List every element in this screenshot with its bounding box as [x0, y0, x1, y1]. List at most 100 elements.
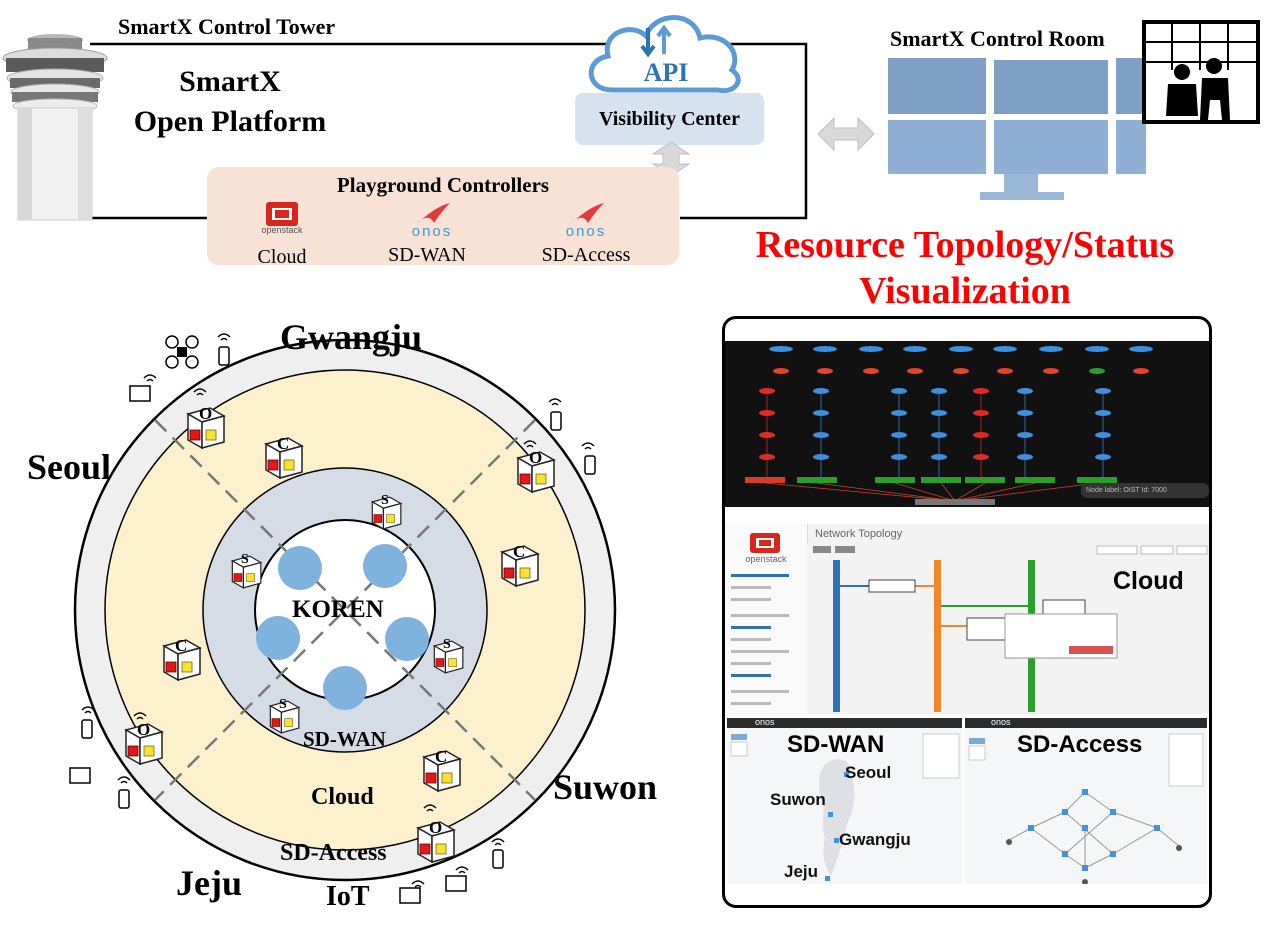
wifi-icon	[81, 706, 95, 711]
wifi-icon	[584, 446, 592, 450]
wifi-icon	[84, 710, 92, 714]
wifi-icon	[458, 870, 466, 874]
visualization-title: Resource Topology/Status Visualization	[700, 222, 1230, 314]
onos-logo-text-1: onos	[411, 223, 453, 240]
mid-node	[953, 368, 969, 374]
wifi-icon	[117, 776, 131, 781]
mid-node	[817, 368, 833, 374]
sidebar-item-line	[731, 702, 771, 705]
cube-icon	[268, 700, 301, 734]
bottom-node	[1077, 477, 1117, 483]
city-seoul: Seoul	[845, 763, 892, 782]
cube-icon	[162, 639, 202, 682]
bottom-link	[954, 482, 1036, 502]
bottom-node	[965, 477, 1005, 483]
koren-node	[278, 546, 322, 590]
wifi-icon	[581, 442, 595, 447]
bottom-link	[816, 482, 956, 502]
wifi-icon	[217, 333, 231, 338]
cube-node-letter: C	[435, 747, 448, 766]
onos-logo-icon	[416, 203, 450, 223]
sdaccess-screenshot: onos	[965, 717, 1207, 884]
cube-icon	[370, 496, 403, 530]
cube-icon	[416, 821, 456, 864]
cube-icon	[500, 545, 540, 588]
city-suwon: Suwon	[770, 790, 826, 809]
cube-node-o: O	[118, 720, 166, 773]
controller-sdwan-label: SD-WAN	[388, 244, 466, 266]
wifi-icon	[426, 808, 434, 812]
sidebar-lines	[731, 574, 789, 705]
top-node	[1039, 346, 1063, 352]
phone-icon	[81, 719, 93, 739]
cube-icon	[432, 640, 465, 674]
network-topology-heading: Network Topology	[815, 528, 903, 540]
cube-node-o: O	[410, 818, 458, 871]
cube-icon	[124, 723, 164, 766]
top-node	[903, 346, 927, 352]
cube-node-c: C	[258, 434, 306, 487]
cube-node-letter: C	[513, 542, 526, 561]
playground-title: Playground Controllers	[336, 173, 550, 197]
bottom-node	[1015, 477, 1055, 483]
cube-node-o: O	[510, 448, 558, 501]
wifi-icon	[494, 842, 502, 846]
laptop-icon	[399, 887, 421, 904]
koren-node	[385, 617, 429, 661]
cube-icon	[516, 451, 556, 494]
laptop-icon	[69, 767, 91, 784]
bottom-node	[797, 477, 837, 483]
mid-node	[997, 368, 1013, 374]
cube-node-c: C	[416, 747, 464, 800]
wifi-icon	[491, 838, 505, 843]
bottom-link	[954, 482, 986, 502]
sdaccess-topbar	[965, 718, 1207, 728]
phone-icon	[550, 411, 562, 431]
phone-icon	[584, 455, 596, 475]
visualization-title-line2: Visualization	[859, 270, 1071, 312]
cube-node-letter: O	[137, 720, 151, 739]
iot-devices	[69, 333, 596, 904]
laptop-icon	[129, 385, 151, 402]
node-label-caption: Node label: OIST Id: 7000	[1081, 483, 1209, 498]
cube-node-s: S	[366, 493, 404, 537]
wifi-icon	[526, 444, 534, 448]
sdaccess-ring-label: SD-Access	[280, 840, 387, 866]
onos-logo-icon	[570, 203, 604, 223]
horizontal-double-arrow-icon	[818, 116, 874, 152]
cube-node-letter: O	[529, 448, 543, 467]
api-cloud-icon	[588, 15, 741, 94]
wifi-icon	[136, 716, 144, 720]
wifi-icon	[551, 402, 559, 406]
sidebar-item-line	[731, 638, 771, 641]
bottom-link	[940, 482, 956, 502]
cube-node-letter: S	[443, 637, 451, 652]
wifi-icon	[120, 780, 128, 784]
city-jeju: Jeju	[784, 862, 819, 881]
onos-logo-text-2: onos	[565, 223, 607, 240]
controller-cloud-label: Cloud	[257, 246, 307, 268]
wifi-icon	[523, 440, 537, 445]
cube-node-c: C	[494, 542, 542, 595]
sidebar-item-line	[731, 626, 771, 629]
koren-label: KOREN	[292, 596, 384, 623]
bottom-link	[894, 482, 956, 502]
sdaccess-screenshot-label: SD-Access	[1017, 731, 1143, 758]
bottom-link	[954, 482, 1098, 502]
wifi-icon	[193, 388, 207, 393]
top-node	[813, 346, 837, 352]
openstack-logo-icon	[750, 533, 780, 553]
koren-node	[323, 666, 367, 710]
sidebar-item-line	[731, 650, 789, 653]
root-node	[915, 499, 995, 505]
operators-icon	[1142, 20, 1260, 124]
control-room-label: SmartX Control Room	[890, 26, 1105, 51]
openstack-logo-caption: openstack	[745, 554, 787, 564]
korea-map	[730, 733, 960, 881]
drone-icon	[165, 335, 199, 369]
region-seoul: Seoul	[27, 447, 112, 487]
platform-title: SmartX Open Platform	[110, 62, 350, 142]
api-label: API	[643, 58, 689, 87]
cloud-screenshot-label: Cloud	[1113, 567, 1184, 595]
city-gwangju: Gwangju	[839, 830, 911, 849]
